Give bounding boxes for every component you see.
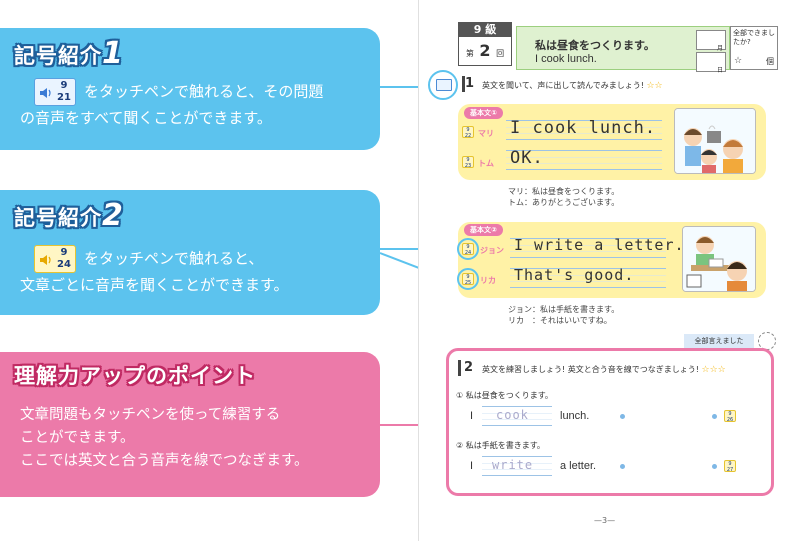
highlight-ring	[457, 268, 479, 290]
illustration-letter	[682, 226, 756, 292]
basic-sentence-2-tag: 基本文②	[464, 224, 503, 236]
basic-sentence-1-tag: 基本文①	[464, 107, 503, 119]
match-dot[interactable]	[620, 464, 625, 469]
section-2-instruction: 英文を練習しましょう! 英文と合う音を線でつなぎましょう! ☆☆☆	[482, 365, 726, 375]
sentence-text: I write a letter.	[514, 236, 685, 254]
date-boxes: 月 日	[696, 30, 726, 74]
connector-line-3	[380, 424, 448, 426]
sentence-text: OK.	[510, 148, 544, 168]
callout-2-title: 記号紹介2	[14, 198, 124, 233]
sentence-text: I cook lunch.	[510, 118, 657, 138]
lesson-title-jp: 私は昼食をつくります。	[535, 39, 655, 52]
highlight-ring	[457, 238, 479, 260]
translation-2: ジョン：私は手紙を書きます。 リカ ：それはいいですね。	[508, 305, 620, 325]
trace-lines	[482, 406, 552, 426]
translation-1: マリ：私は昼食をつくります。 トム：ありがとうございます。	[508, 187, 620, 207]
match-dot[interactable]	[620, 414, 625, 419]
speaker-mari: マリ	[478, 129, 494, 138]
page-number: —3—	[594, 516, 616, 525]
question-2-trace: write	[492, 458, 534, 472]
all-said-label: 全部言えました	[684, 334, 754, 348]
handwriting-lines	[506, 120, 662, 140]
section-1-instruction: 英文を聞いて、声に出して読んでみましょう! ☆☆	[482, 81, 663, 91]
lesson-title-en: I cook lunch.	[535, 53, 597, 65]
speaker-john: ジョン	[480, 246, 504, 255]
sentence-text: That's good.	[514, 266, 635, 284]
question-2-suffix: a letter.	[560, 460, 597, 472]
handwriting-lines	[510, 238, 666, 258]
question-1-suffix: lunch.	[560, 410, 590, 422]
level-box: 9 級 第 2 回	[458, 22, 512, 66]
question-1-label: ① 私は昼食をつくります。	[456, 391, 553, 400]
match-dot[interactable]	[712, 414, 717, 419]
section-2-number: 2	[458, 360, 476, 376]
connector-line-1	[380, 86, 432, 88]
speaker-rika: リカ	[480, 276, 496, 285]
question-1-trace: cook	[496, 408, 529, 422]
question-2-label: ② 私は手紙を書きます。	[456, 441, 545, 450]
question-2-prefix: I	[470, 460, 474, 472]
handwriting-lines	[510, 268, 666, 288]
speaker-tom: トム	[478, 159, 494, 168]
callout-1-title: 記号紹介1	[14, 36, 124, 71]
lesson-header: 私は昼食をつくります。 I cook lunch.	[516, 26, 730, 70]
illustration-cooking	[674, 108, 756, 174]
section-1-number: 1	[462, 76, 474, 92]
callout-understanding-point: 理解力アップのポイント 文章問題もタッチペンを使って練習する ことができます。 …	[0, 352, 380, 497]
handwriting-lines	[506, 150, 662, 170]
done-box: 全部できましたか? ☆ 個	[730, 26, 778, 70]
trace-lines	[482, 456, 552, 476]
callout-3-body: 文章問題もタッチペンを使って練習する ことができます。 ここでは英文と合う音声を…	[20, 407, 309, 469]
question-1-prefix: I	[470, 410, 474, 422]
section-1-audio-icon[interactable]	[428, 70, 458, 100]
callout-3-title: 理解力アップのポイント	[14, 364, 256, 388]
match-dot[interactable]	[712, 464, 717, 469]
